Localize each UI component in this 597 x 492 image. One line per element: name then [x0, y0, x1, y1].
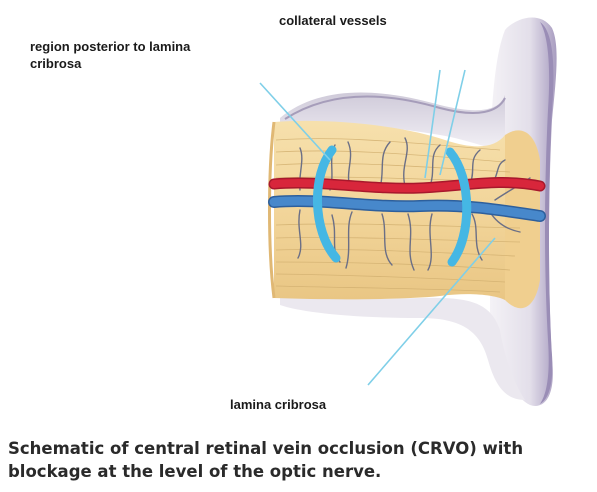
figure-caption: Schematic of central retinal vein occlus… [8, 437, 593, 483]
label-posterior-region-line1: region posterior to lamina [30, 39, 190, 55]
label-lamina-cribrosa: lamina cribrosa [230, 397, 326, 413]
label-posterior-region-line2: cribrosa [30, 56, 81, 72]
caption-line-2: blockage at the level of the optic nerve… [8, 460, 593, 483]
label-collateral-vessels: collateral vessels [279, 13, 387, 29]
caption-line-1: Schematic of central retinal vein occlus… [8, 437, 593, 460]
